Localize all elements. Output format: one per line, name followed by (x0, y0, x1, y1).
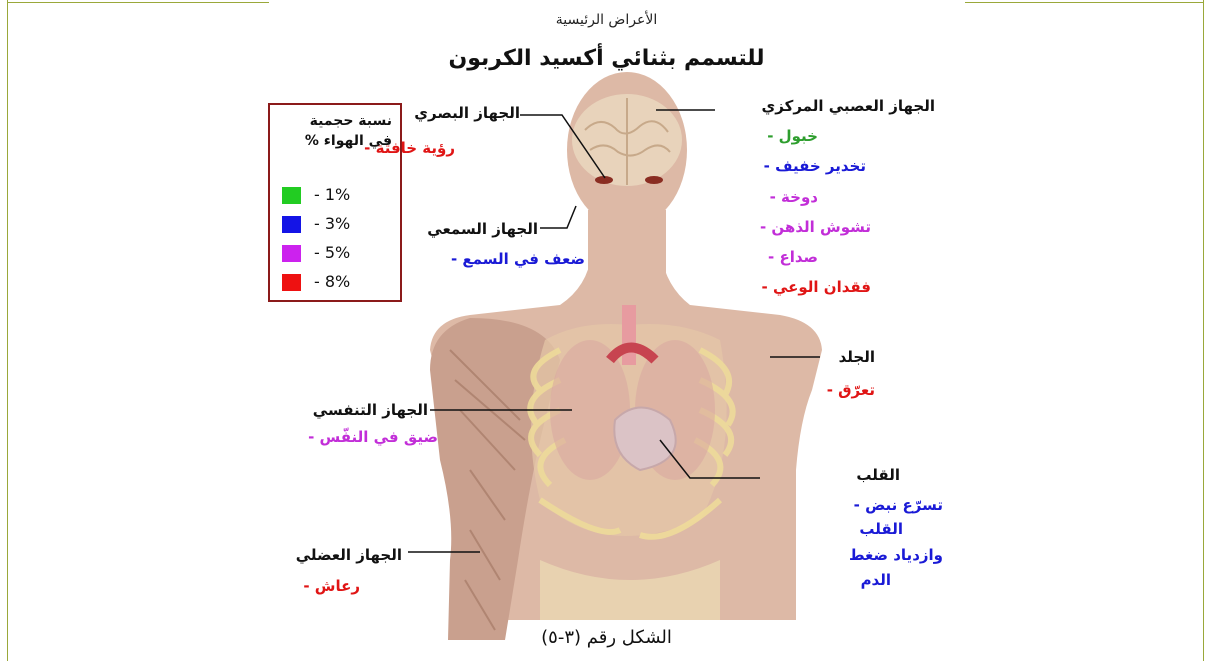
legend-title-line1: نسبة حجمية (274, 111, 392, 131)
symptom-heart-3: وازدياد ضغط (849, 546, 943, 564)
figure-caption: الشكل رقم (٣-٥) (0, 627, 1213, 648)
legend-label: - 1% (314, 185, 350, 204)
leader-line-visual (520, 115, 605, 178)
symptom-cns-4: تشوش الذهن - (760, 218, 871, 236)
symptom-heart-1: تسرّع نبض - (854, 496, 943, 514)
symptom-visual: رؤية خافتة - (364, 139, 455, 157)
label-visual: الجهاز البصري (414, 104, 520, 122)
legend-label: - 3% (314, 214, 350, 233)
label-auditory: الجهاز السمعي (427, 220, 538, 238)
legend: نسبة حجمية في الهواء % - 1% - 3% - 5% - … (268, 103, 402, 302)
label-muscular: الجهاز العضلي (296, 546, 402, 564)
leader-line-auditory (540, 206, 576, 228)
label-skin: الجلد (839, 348, 875, 366)
legend-swatch-red (282, 274, 301, 291)
leader-line-heart (660, 440, 760, 478)
legend-swatch-purple (282, 245, 301, 262)
symptom-skin: تعرّق - (827, 381, 875, 399)
symptom-muscular: رعاش - (303, 577, 360, 595)
label-heart: القلب (856, 466, 900, 484)
symptom-heart-4: الدم (861, 571, 891, 589)
symptom-cns-1: خبول - (767, 127, 818, 145)
symptom-cns-2: تخدير خفيف - (764, 157, 866, 175)
symptom-cns-5: صداع - (768, 248, 818, 266)
label-cns: الجهاز العصبي المركزي (762, 97, 935, 115)
legend-label: - 5% (314, 243, 350, 262)
legend-swatch-green (282, 187, 301, 204)
label-respiratory: الجهاز التنفسي (313, 401, 428, 419)
symptom-respiratory: ضيق في النفّس - (308, 428, 438, 446)
symptom-cns-3: دوخة - (770, 188, 818, 206)
legend-swatch-blue (282, 216, 301, 233)
symptom-heart-2: القلب (859, 520, 903, 538)
symptom-auditory: ضعف في السمع - (451, 250, 585, 268)
symptom-cns-6: فقدان الوعي - (762, 278, 872, 296)
legend-label: - 8% (314, 272, 350, 291)
